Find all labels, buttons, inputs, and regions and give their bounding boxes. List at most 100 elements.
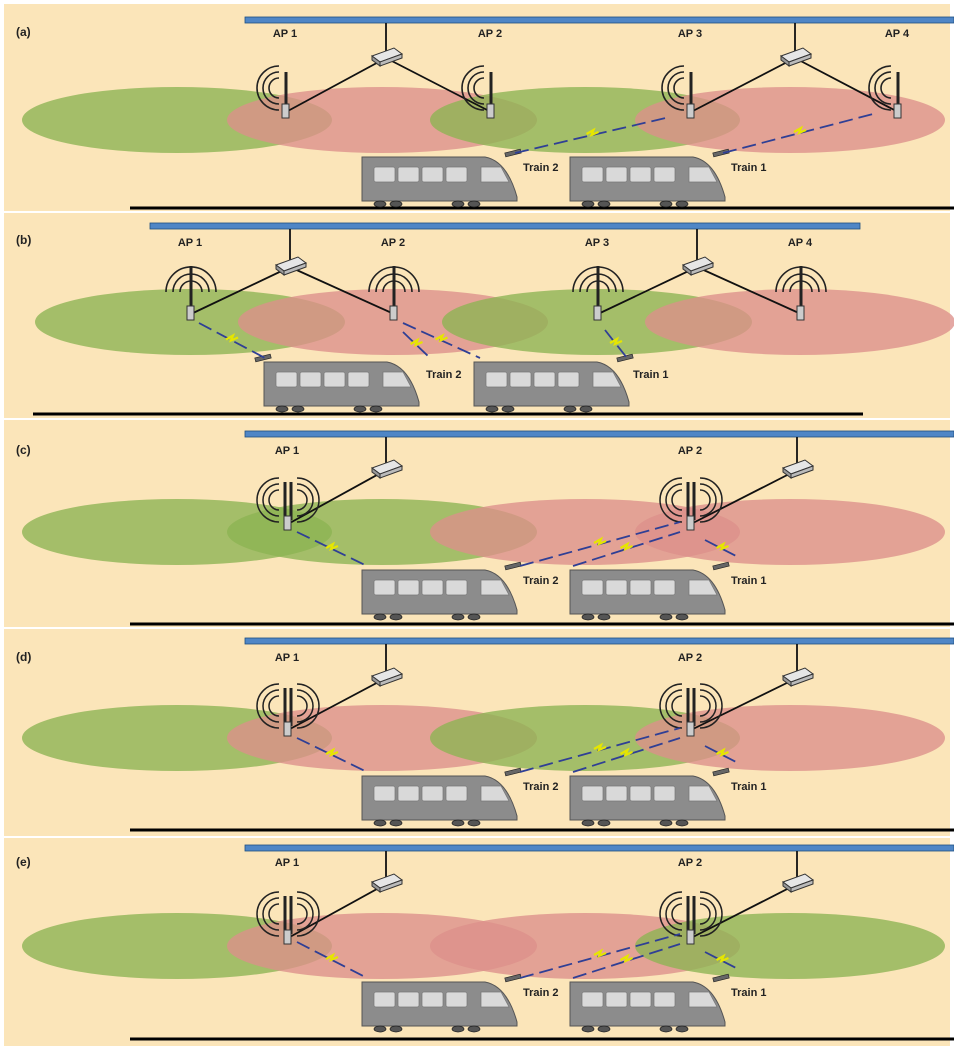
access-point: AP 4 [775,237,827,321]
train-window [421,166,444,183]
signal-wave-icon [467,71,485,105]
train-antenna-icon [712,767,730,777]
switch-front [379,53,403,67]
signal-wave-icon [268,77,280,99]
train-wheel [467,613,481,621]
wireless-link [572,737,681,773]
train-label: Train 1 [731,987,766,999]
train-window [605,579,628,596]
signal-wave-icon [296,695,308,717]
train-window [397,579,420,596]
train-windshield [480,166,510,183]
signal-wave-icon [661,65,685,111]
signal-wave-icon [368,266,420,293]
train: Train 2 [361,561,558,621]
signal-wave-icon [659,683,683,729]
switch-front [283,262,307,276]
ap-label: AP 3 [678,28,702,40]
train-window [373,785,396,802]
train-wheel [581,200,595,208]
train-wheel [373,1025,387,1033]
network-backbone [149,222,861,230]
train-antenna-icon [504,973,522,983]
ap-label: AP 4 [788,237,813,249]
train-wheel [291,405,305,413]
train-wheel [451,200,465,208]
coverage-cell-red [635,499,945,565]
train-window [347,371,370,388]
train-wheel [659,1025,673,1033]
access-point: AP 1 [256,652,320,737]
signal-wave-icon [172,273,210,293]
access-point: AP 1 [256,445,320,531]
network-backbone [244,637,954,645]
lightning-icon [325,747,339,758]
ap-body [686,721,695,737]
panel-label: (a) [16,25,31,39]
signal-wave-icon [296,891,320,937]
lightning-icon [225,332,239,343]
wireless-link [198,322,266,359]
train-window [421,579,444,596]
coverage-cell-green [635,913,945,979]
train-windshield [480,991,510,1008]
signal-wave-icon [659,891,683,937]
train-windshield [688,785,718,802]
train-antenna-icon [712,973,730,983]
train-window [581,991,604,1008]
train-window [629,579,652,596]
ap-label: AP 2 [478,28,502,40]
train-label: Train 1 [731,162,766,174]
train-windshield [688,991,718,1008]
signal-wave-icon [262,483,280,517]
lightning-icon [593,948,607,959]
ap-cable [690,677,798,731]
ap-body [686,929,695,945]
ap-label: AP 3 [585,237,609,249]
signal-wave-icon [256,683,280,729]
ap-body [893,103,902,119]
coverage-cell-red [635,705,945,771]
train-window [581,785,604,802]
train-wheel [501,405,515,413]
signal-wave-icon [375,273,413,293]
train-wheel [581,1025,595,1033]
ap-body [796,305,805,321]
signal-wave-icon [874,71,892,105]
signal-wave-icon [665,897,683,931]
wireless-link [704,951,741,971]
panel-label: (d) [16,650,31,664]
train-antenna-icon [504,767,522,777]
train-wheel [389,200,403,208]
train-wheel [579,405,593,413]
signal-wave-icon [268,489,280,511]
coverage-cell-red [645,289,954,355]
signal-wave-icon [262,897,280,931]
ap-cable [285,57,387,113]
train-wheel [373,200,387,208]
ap-label: AP 1 [275,445,299,457]
lightning-icon [409,337,423,348]
signal-wave-icon [868,65,892,111]
access-point: AP 3 [572,237,624,321]
train-wheel [467,819,481,827]
lightning-icon [585,127,599,138]
train-wheel [467,200,481,208]
signal-wave-icon [673,77,685,99]
train-window [323,371,346,388]
train-window [373,166,396,183]
train: Train 2 [254,353,461,413]
ap-label: AP 4 [885,28,910,40]
train-wheel [597,613,611,621]
train-wheel [275,405,289,413]
train-wheel [675,200,689,208]
signal-wave-icon [789,280,813,293]
train-antenna-icon [712,561,730,571]
train-window [421,991,444,1008]
ap-label: AP 1 [275,652,299,664]
wireless-link [722,112,878,154]
signal-wave-icon [473,77,485,99]
coverage-cell-red [635,87,945,153]
network-backbone [244,844,954,852]
ap-cable [287,677,387,731]
